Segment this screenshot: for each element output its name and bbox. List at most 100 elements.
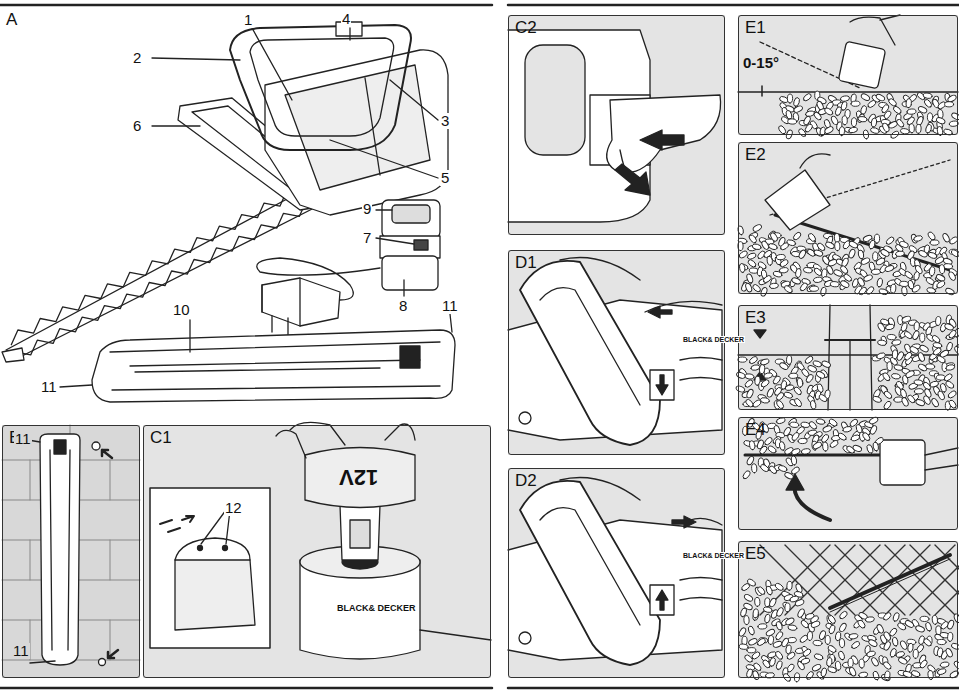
- leaf: [787, 581, 793, 590]
- leaf: [927, 251, 937, 259]
- leaf: [785, 603, 791, 612]
- leaf: [940, 661, 950, 668]
- leaf: [939, 349, 949, 358]
- leaf: [880, 248, 890, 257]
- leaf: [764, 614, 771, 624]
- leaf: [791, 277, 801, 285]
- figure-panel: C2: [508, 15, 725, 235]
- leaf: [756, 586, 766, 596]
- callout-number: 8: [398, 298, 408, 314]
- leaf: [948, 399, 957, 409]
- leaf: [895, 250, 905, 257]
- leaf: [744, 379, 754, 389]
- leaf: [772, 375, 781, 385]
- leaf: [824, 107, 834, 116]
- brand-logo: BLACK& DECKER: [682, 552, 745, 559]
- figure-panel: E3: [738, 305, 958, 410]
- leaf: [904, 270, 914, 280]
- leaf: [923, 92, 933, 98]
- leaf: [765, 585, 773, 595]
- leaf: [937, 668, 947, 676]
- leaf: [772, 640, 782, 648]
- leaf: [810, 400, 817, 410]
- leaf: [813, 249, 823, 257]
- leaf: [907, 643, 914, 653]
- leaf: [756, 637, 766, 646]
- leaf: [790, 422, 799, 428]
- leaf: [798, 249, 807, 259]
- leaf: [936, 116, 946, 124]
- callout-number: 4: [341, 11, 351, 27]
- leaf: [827, 644, 837, 653]
- leaf: [948, 271, 957, 281]
- leaf: [947, 632, 953, 641]
- callout-number: 6: [132, 118, 142, 134]
- panel-letter: C2: [514, 19, 538, 38]
- leaf: [863, 274, 873, 283]
- leaf: [945, 648, 954, 658]
- leaf: [913, 271, 920, 281]
- leaf: [848, 126, 858, 133]
- leaf: [775, 399, 784, 409]
- leaf: [752, 224, 762, 233]
- leaf: [876, 278, 883, 288]
- leaf: [786, 355, 792, 364]
- leaf: [758, 623, 767, 629]
- leaf: [793, 386, 803, 396]
- leaf: [919, 659, 929, 669]
- leaf: [805, 373, 814, 383]
- leaf: [768, 243, 778, 251]
- callout-number: 11: [14, 431, 32, 447]
- battery-marking: 12V: [338, 466, 379, 489]
- callout-number: 3: [440, 113, 450, 129]
- leaf: [760, 379, 770, 389]
- leaf: [925, 124, 932, 134]
- leaf: [807, 364, 817, 373]
- leaf: [763, 606, 773, 613]
- leaf: [850, 434, 860, 442]
- brand-logo: BLACK& DECKER: [336, 604, 417, 613]
- leaf: [767, 256, 774, 266]
- leaf: [785, 384, 795, 391]
- leaf: [913, 649, 919, 658]
- leaf: [945, 364, 955, 371]
- leaf: [752, 283, 762, 293]
- leaf: [857, 250, 864, 260]
- callout-number: 11: [441, 298, 459, 314]
- leaf: [787, 94, 792, 103]
- leaf: [788, 119, 797, 125]
- leaf: [939, 264, 945, 273]
- leaf: [752, 670, 760, 680]
- brand-logo: BLACK& DECKER: [682, 336, 745, 343]
- leaf: [805, 670, 815, 680]
- leaf: [776, 607, 785, 617]
- leaf: [915, 625, 925, 633]
- leaf: [751, 651, 761, 661]
- panel-letter: E2: [744, 146, 767, 165]
- leaf: [876, 624, 885, 634]
- callout-number: 11: [12, 643, 30, 659]
- leaf: [885, 236, 895, 246]
- leaf: [903, 330, 913, 340]
- leaf: [822, 442, 828, 451]
- leaf: [795, 268, 801, 278]
- leaf: [884, 264, 894, 272]
- leaf: [786, 651, 796, 661]
- leaf: [826, 265, 834, 275]
- leaf: [953, 345, 959, 355]
- leaf: [923, 98, 933, 108]
- leaf: [870, 127, 880, 134]
- leaf: [753, 609, 759, 619]
- leaf: [825, 635, 830, 644]
- leaf: [744, 615, 750, 624]
- leaf: [919, 344, 929, 353]
- leaf: [820, 667, 827, 677]
- leaf: [887, 334, 896, 340]
- leaf: [742, 470, 751, 480]
- leaf: [883, 390, 893, 400]
- leaf: [748, 637, 758, 646]
- leaf: [918, 249, 928, 258]
- leaf: [851, 118, 856, 127]
- leaf: [754, 597, 760, 606]
- leaf: [925, 622, 932, 632]
